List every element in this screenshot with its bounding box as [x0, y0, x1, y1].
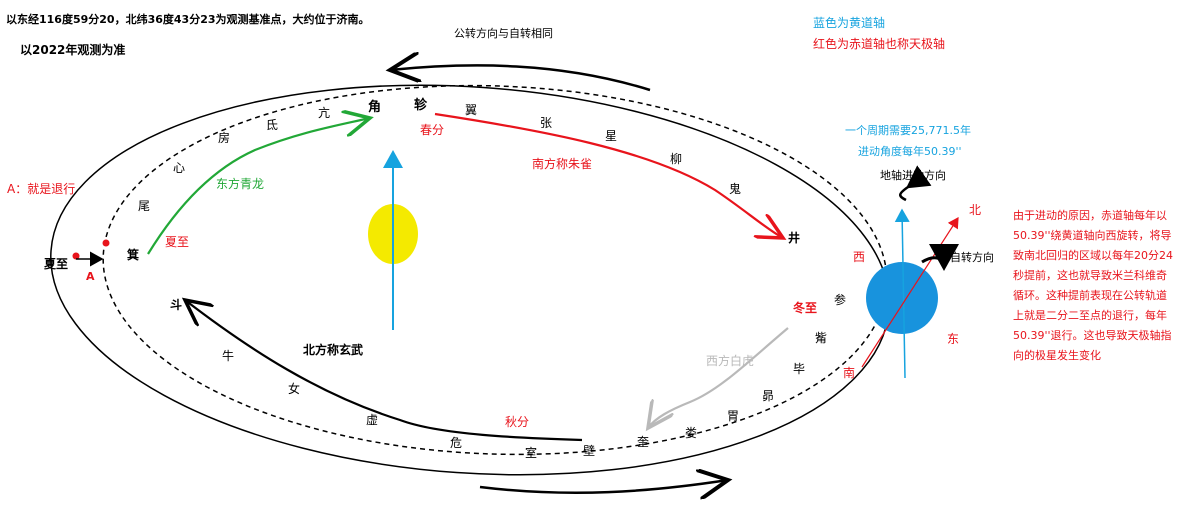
cycle-line-2: 进动角度每年50.39''	[858, 145, 962, 158]
rotation-direction-label: 自转方向	[950, 251, 994, 264]
south-arc	[434, 112, 783, 238]
mansion-label: 鬼	[729, 182, 742, 196]
west-quadrant-label: 西方白虎	[706, 354, 755, 368]
explanation-paragraph: 由于进动的原因，赤道轴每年以 50.39''绕黄道轴向西旋转，将导 致南北回归的…	[1013, 206, 1173, 366]
point-a-outer	[72, 252, 80, 260]
summer-solstice-marker: 夏至	[165, 235, 190, 249]
mansion-label: 奎	[637, 435, 650, 449]
explanation-line: 向的极星发生变化	[1013, 349, 1101, 362]
winter-solstice-marker: 冬至	[793, 301, 818, 315]
mansion-label: 室	[525, 446, 538, 460]
mansion-label: 参	[834, 293, 847, 307]
earth-ecliptic-axis	[894, 208, 910, 379]
north-arc	[185, 300, 583, 442]
mansion-label: 胃	[727, 409, 740, 423]
cycle-line-1: 一个周期需要25,771.5年	[845, 124, 971, 137]
orbit-note: 公转方向与自转相同	[454, 27, 553, 40]
explanation-line: 上就是二分二至点的退行，每年	[1013, 309, 1167, 322]
mansion-label: 牛	[222, 349, 235, 363]
earth-south-label: 南	[843, 366, 856, 380]
mansion-label: 柳	[670, 152, 683, 166]
east-quadrant-label: 东方青龙	[216, 177, 265, 191]
earth-north-label: 北	[969, 203, 982, 217]
dashed-orbit-ellipse	[102, 84, 888, 456]
autumn-equinox-marker: 秋分	[505, 415, 530, 429]
explanation-line: 50.39''退行。这也导致天极轴指	[1013, 329, 1172, 342]
mansion-label: 房	[218, 131, 231, 145]
summer-solstice-left-label: 夏至	[44, 257, 69, 271]
mansion-label: 女	[288, 382, 301, 396]
revolution-arrow-top	[390, 65, 651, 92]
earth	[866, 262, 938, 334]
earth-equator-axis	[861, 216, 959, 368]
mansion-label: 尾	[138, 199, 151, 213]
mansion-label: 翼	[465, 103, 478, 117]
mansion-label: 毕	[793, 362, 806, 376]
point-a-inner	[102, 239, 110, 247]
explanation-line: 秒提前，这也就导致米兰科维奇	[1013, 269, 1167, 282]
mansion-label: 亢	[318, 106, 331, 120]
mansion-label: 张	[540, 116, 553, 130]
earth-east-label: 东	[947, 332, 960, 346]
legend-red: 红色为赤道轴也称天极轴	[813, 37, 946, 51]
revolution-arrow-bottom	[479, 480, 728, 493]
mansion-label: 氐	[266, 118, 279, 132]
mansion-label: 角	[368, 100, 382, 115]
north-quadrant-label: 北方称玄武	[303, 343, 364, 357]
point-a-label: A	[86, 270, 95, 283]
south-quadrant-label: 南方称朱雀	[532, 157, 593, 171]
explanation-line: 由于进动的原因，赤道轴每年以	[1013, 209, 1167, 222]
mansion-label: 昴	[762, 389, 775, 403]
mansion-label: 星	[605, 129, 618, 143]
mansion-label: 箕	[127, 248, 140, 262]
mansion-label: 轸	[414, 98, 428, 113]
mansion-label: 井	[788, 231, 801, 245]
orbit-ellipse	[50, 84, 890, 476]
spring-equinox-marker: 春分	[420, 123, 445, 137]
header-line-2: 以2022年观测为准	[20, 43, 126, 57]
header-line-1: 以东经116度59分20，北纬36度43分23为观测基准点，大约位于济南。	[6, 13, 370, 26]
explanation-line: 循环。这种提前表现在公转轨道	[1013, 289, 1167, 302]
mansion-label: 虚	[366, 413, 379, 427]
earth-west-label: 西	[853, 250, 866, 264]
mansion-label: 壁	[583, 444, 596, 458]
mansion-label: 危	[450, 436, 463, 450]
precession-direction-label: 地轴进动方向	[880, 169, 946, 182]
mansion-label: 娄	[685, 426, 698, 440]
precession-arrow-icon	[899, 165, 932, 202]
west-arc	[648, 327, 789, 428]
mansion-label: 斗	[170, 298, 183, 312]
retrograde-label: A：就是退行	[7, 182, 76, 196]
explanation-line: 致南北回归的区域以每年20分24	[1013, 249, 1173, 262]
explanation-line: 50.39''绕黄道轴向西旋转，将导	[1013, 229, 1172, 242]
legend-blue: 蓝色为黄道轴	[813, 16, 886, 30]
mansion-label: 心	[173, 161, 186, 175]
rotation-arrow-icon	[921, 243, 959, 271]
mansion-label: 觜	[815, 331, 828, 345]
east-arc	[147, 118, 370, 255]
